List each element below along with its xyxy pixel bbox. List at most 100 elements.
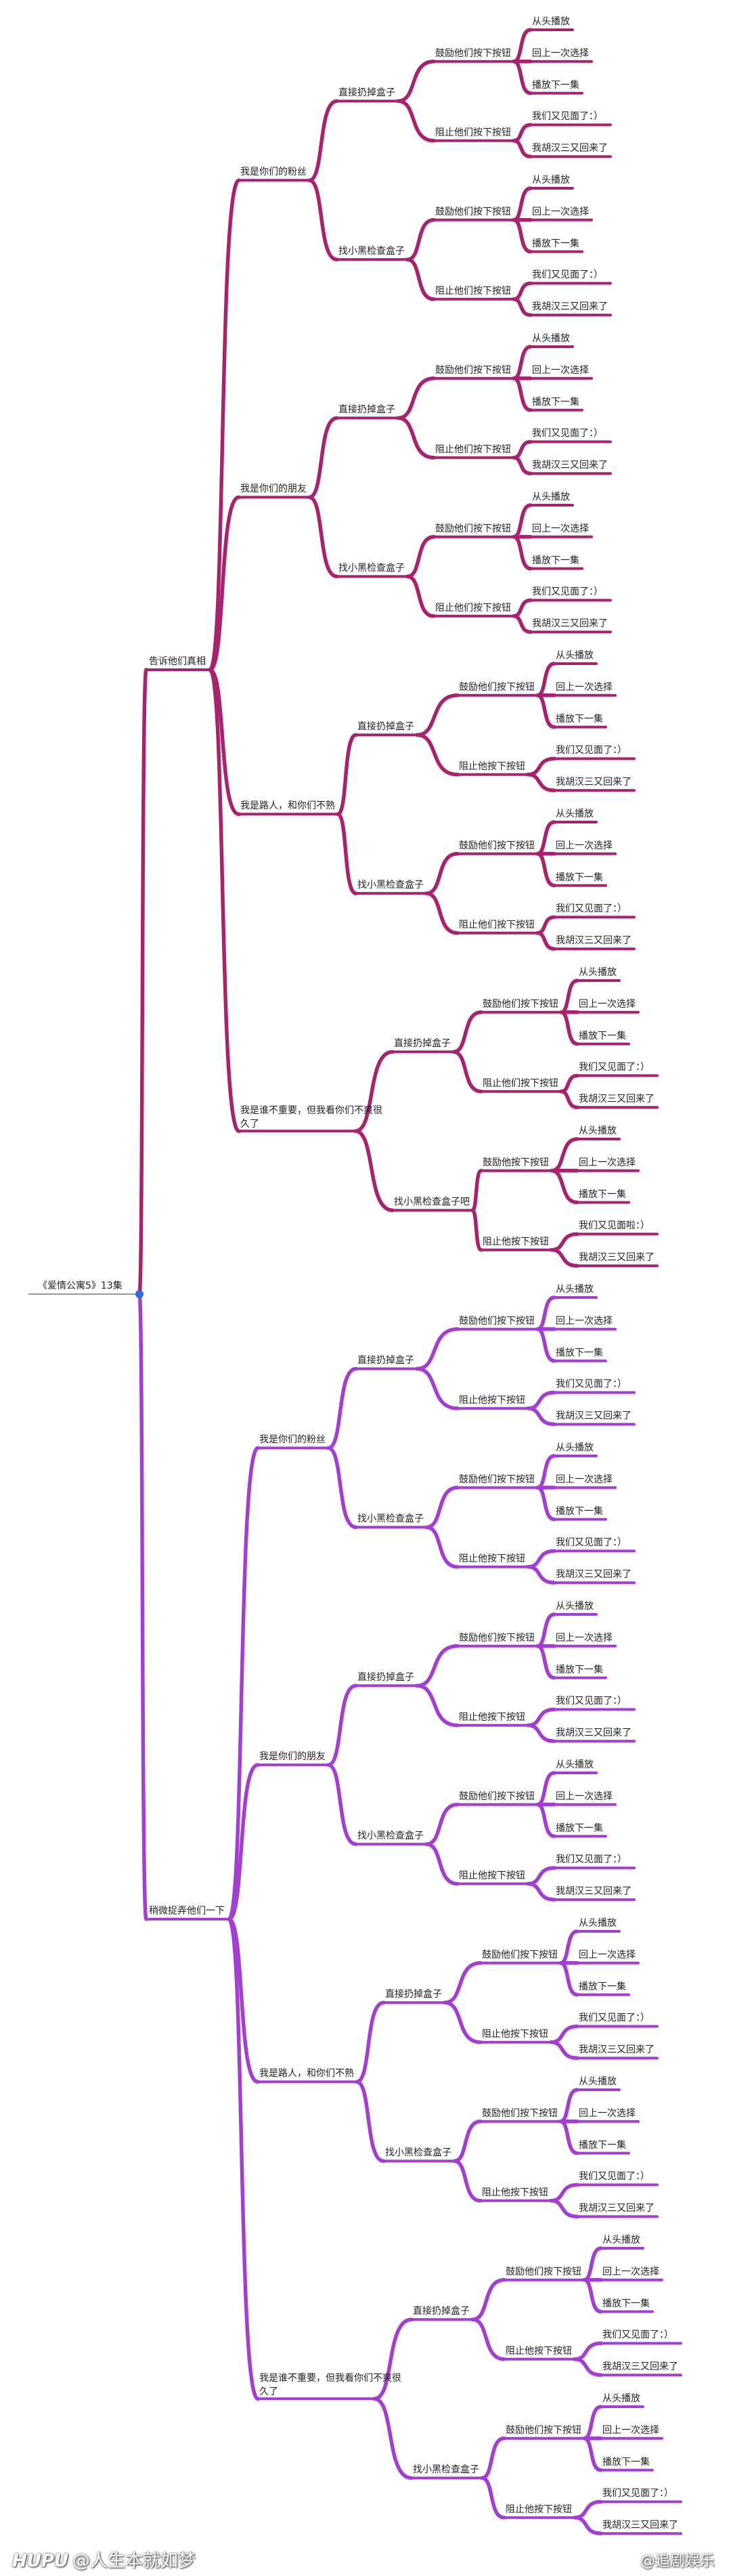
leaf-label: 我们又见面了：）: [532, 586, 603, 598]
leaf-label: 我胡汉三又回来了: [556, 1886, 632, 1897]
leaf-label: 我胡汉三又回来了: [556, 1411, 632, 1422]
action-to-leaf-edge: [526, 1882, 556, 1902]
root-to-branch-edge: [137, 1292, 148, 1921]
leaf-label: 从头播放: [556, 1759, 594, 1770]
identity-to-box-edge: [307, 99, 339, 183]
action-to-leaf-edge: [526, 1549, 556, 1569]
action-to-leaf-edge: [535, 693, 556, 729]
leaf-label: 播放下一集: [532, 238, 579, 249]
action-to-leaf-edge: [526, 1723, 556, 1743]
action-to-leaf-edge: [558, 1929, 579, 1965]
action-to-leaf-edge: [512, 456, 533, 475]
action-to-leaf-edge: [549, 2199, 579, 2218]
action-to-leaf-edge: [550, 1169, 579, 1205]
leaf-label: 播放下一集: [532, 396, 579, 408]
action-label: 阻止他按下按钮: [459, 1553, 525, 1564]
action-to-leaf-edge: [512, 345, 533, 381]
action-label: 鼓励他们按下按钮: [435, 47, 511, 59]
leaf-label: 播放下一集: [602, 2456, 650, 2468]
action-to-leaf-edge: [526, 1707, 556, 1727]
branch-label: 稍微捉弄他们一下: [149, 1906, 225, 1916]
action-to-leaf-edge: [535, 931, 556, 951]
leaf-label: 从头播放: [532, 175, 570, 186]
box-choice-to-action-edge: [415, 1644, 460, 1688]
leaf-label: 播放下一集: [532, 79, 579, 91]
leaf-label: 我胡汉三又回来了: [602, 2361, 678, 2373]
identity-label: 我是你们的朋友: [240, 484, 307, 495]
action-to-leaf-edge: [526, 756, 556, 777]
leaf-label: 从头播放: [579, 1918, 617, 1929]
leaf-label: 回上一次选择: [556, 1315, 613, 1327]
leaf-label: 我胡汉三又回来了: [532, 143, 608, 154]
branch-to-identity-edge: [227, 1446, 260, 1921]
box-choice-to-action-edge: [405, 257, 436, 301]
leaf-label: 我胡汉三又回来了: [579, 2203, 655, 2214]
leaf-label: 我们又见面了：）: [579, 2013, 650, 2024]
leaf-label: 从头播放: [556, 1601, 594, 1612]
action-to-leaf-edge: [559, 1073, 579, 1094]
action-label: 鼓励他们按下按钮: [506, 2424, 581, 2436]
action-to-leaf-edge: [535, 852, 556, 888]
box-choice-label: 直接扔掉盒子: [357, 1672, 414, 1683]
leaf-label: 播放下一集: [602, 2298, 650, 2309]
identity-label: 我是路人，和你们不熟: [240, 800, 335, 812]
leaf-label: 我胡汉三又回来了: [579, 1252, 655, 1264]
box-choice-to-action-edge: [424, 1842, 460, 1886]
action-to-leaf-edge: [526, 1390, 556, 1411]
action-to-leaf-edge: [512, 614, 533, 634]
box-choice-label: 找小黑检查盒子: [338, 563, 405, 574]
action-to-leaf-edge: [549, 2024, 579, 2044]
action-label: 阻止他按下按钮: [506, 2504, 572, 2515]
leaf-label: 回上一次选择: [579, 998, 636, 1010]
leaf-label: 我胡汉三又回来了: [532, 460, 608, 471]
branch-to-identity-edge: [227, 1917, 260, 2401]
leaf-label: 从头播放: [579, 2076, 617, 2087]
leaf-label: 从头播放: [579, 967, 617, 978]
box-choice-label: 直接扔掉盒子: [338, 404, 395, 416]
action-to-leaf-edge: [512, 123, 533, 143]
box-choice-label: 找小黑检查盒子: [385, 2147, 451, 2159]
leaf-label: 播放下一集: [579, 1188, 626, 1200]
action-to-leaf-edge: [526, 1407, 556, 1426]
weibo-watermark: @追剧娱乐: [640, 2549, 715, 2571]
action-label: 鼓励他们按下按钮: [459, 1315, 535, 1327]
leaf-label: 我们又见面了：）: [556, 745, 627, 756]
action-to-leaf-edge: [535, 1771, 556, 1807]
leaf-label: 回上一次选择: [602, 2266, 659, 2277]
footer-watermark: HUPU@人生本就如梦 @追剧娱乐: [0, 2549, 731, 2576]
action-label: 阻止他们按下按钮: [459, 919, 535, 930]
action-to-leaf-edge: [512, 60, 533, 95]
box-choice-label: 找小黑检查盒子: [357, 1514, 424, 1525]
action-label: 阻止他们按下按钮: [435, 285, 511, 297]
box-choice-to-action-edge: [424, 1525, 460, 1569]
action-label: 阻止他们按下按钮: [435, 127, 511, 138]
action-label: 鼓励他们按下按钮: [459, 681, 535, 693]
leaf-label: 播放下一集: [556, 1505, 603, 1517]
box-choice-to-action-edge: [396, 377, 436, 421]
action-to-leaf-edge: [582, 2405, 603, 2441]
box-choice-to-action-edge: [415, 733, 460, 777]
leaf-label: 我们又见面了：）: [556, 1537, 627, 1549]
identity-to-box-edge: [307, 495, 339, 579]
box-choice-label: 直接扔掉盒子: [394, 1038, 451, 1050]
leaf-label: 我胡汉三又回来了: [532, 618, 608, 630]
branch-to-identity-edge: [208, 495, 241, 672]
action-label: 鼓励他们按下按钮: [435, 523, 511, 534]
leaf-label: 从头播放: [532, 16, 570, 27]
action-to-leaf-edge: [512, 297, 533, 317]
identity-to-box-edge: [355, 2080, 386, 2164]
action-to-leaf-edge: [558, 1961, 579, 1997]
box-choice-to-action-edge: [396, 60, 436, 104]
leaf-label: 从头播放: [556, 1442, 594, 1453]
leaf-label: 我胡汉三又回来了: [579, 2044, 655, 2056]
action-to-leaf-edge: [535, 1803, 556, 1839]
action-to-leaf-edge: [558, 2120, 579, 2155]
action-to-leaf-edge: [512, 439, 533, 460]
leaf-label: 回上一次选择: [579, 1157, 636, 1168]
leaf-label: 我们又见面了：）: [556, 1696, 627, 1707]
action-to-leaf-edge: [512, 281, 533, 301]
box-choice-to-action-edge: [415, 1327, 460, 1371]
leaf-label: 回上一次选择: [579, 2107, 636, 2119]
box-choice-to-action-edge: [424, 891, 460, 935]
